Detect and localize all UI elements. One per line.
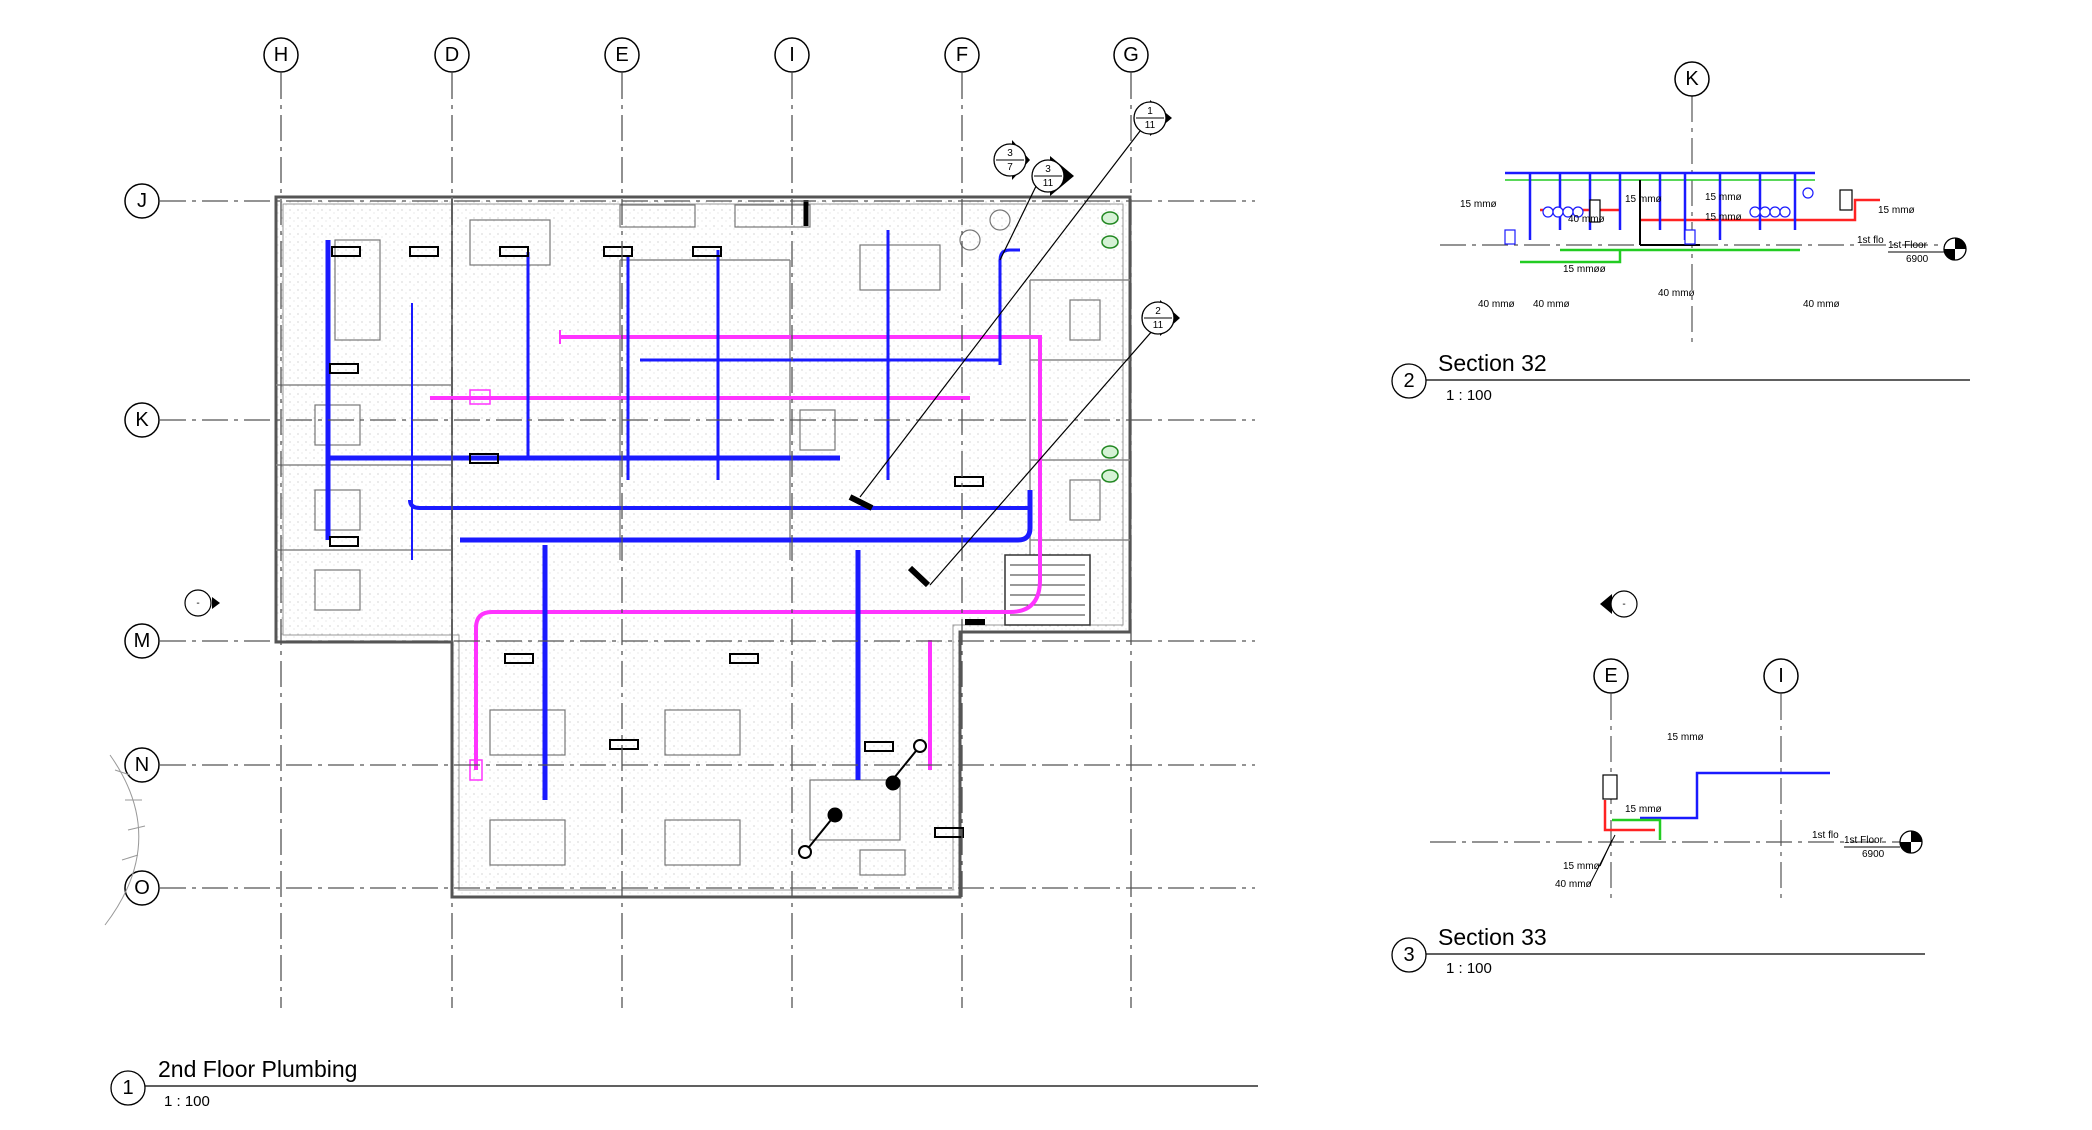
level-elevation: 6900 — [1862, 849, 1885, 860]
section-tag-2-11: 2 11 — [1141, 300, 1180, 336]
north-arc — [104, 754, 146, 926]
section-number: 3 — [1045, 164, 1051, 175]
grid-label: M — [134, 630, 151, 652]
pipe-label: 40 mmø — [1533, 299, 1570, 310]
level-name: 1st Floor — [1888, 240, 1928, 251]
level-elevation: 6900 — [1906, 254, 1929, 265]
section-sheet: 11 — [1043, 178, 1054, 189]
grid-bubble-K: K — [124, 402, 160, 438]
grid-bubble-M: M — [124, 623, 160, 659]
pipe-label: 40 mmø — [1658, 288, 1695, 299]
grid-bubble-E: E — [604, 37, 640, 73]
grid-label: D — [445, 44, 459, 66]
view-number: 2 — [1403, 370, 1414, 392]
grid-bubble-I: I — [774, 37, 810, 73]
elevation-label: - — [1622, 599, 1625, 610]
plan-title-block: 1 2nd Floor Plumbing 1 : 100 — [110, 1056, 1258, 1110]
grid-label: K — [1685, 68, 1699, 90]
grid-label: J — [137, 190, 147, 212]
pipe-label: 15 mmø — [1460, 199, 1497, 210]
grid-label: G — [1123, 44, 1139, 66]
pipe-label: 15 mmø — [1563, 861, 1600, 872]
pipe-label: 40 mmø — [1555, 879, 1592, 890]
level-marker: 1st flo 1st Floor 6900 — [1857, 235, 1967, 265]
grid-bubble-K: K — [1674, 61, 1710, 97]
pipe-label: 15 mmø — [1625, 804, 1662, 815]
view-number: 3 — [1403, 944, 1414, 966]
floor-drains — [329, 246, 984, 838]
furniture — [314, 204, 1101, 876]
pipe-label: 40 mmø — [1803, 299, 1840, 310]
plan-title: 2nd Floor Plumbing — [158, 1056, 357, 1082]
section-tag-3-11: 3 11 — [1031, 156, 1074, 196]
grid-label: N — [135, 754, 149, 776]
section-title: Section 32 — [1438, 350, 1547, 376]
level-name-clipped: 1st flo — [1857, 235, 1884, 246]
wc-fixtures — [1101, 211, 1119, 483]
section-sheet: 11 — [1145, 120, 1156, 131]
section-tag-1-11: 1 11 — [1133, 100, 1172, 136]
grid-bubble-F: F — [944, 37, 980, 73]
section-number: 3 — [1007, 148, 1013, 159]
elevation-marker: - — [1600, 590, 1638, 618]
grid-label: O — [134, 877, 150, 899]
grid-bubble-I: I — [1763, 658, 1799, 694]
section-cut-lines — [859, 117, 1161, 586]
section-scale: 1 : 100 — [1446, 387, 1492, 404]
view-number: 1 — [122, 1077, 133, 1099]
grid-bubble-G: G — [1113, 37, 1149, 73]
grid-label: E — [1604, 665, 1617, 687]
grid-lines-vertical — [280, 73, 1132, 1008]
pipe-label: 15 mmø — [1705, 212, 1742, 223]
grid-label: K — [135, 409, 149, 431]
section-tag-3-7: 3 7 — [993, 140, 1030, 180]
section-33: - E I 15 mmø 15 mmø 15 mmø 40 mmø 1st f — [1391, 590, 1925, 977]
riser-symbols — [798, 200, 985, 859]
grid-bubble-E: E — [1593, 658, 1629, 694]
section-title: Section 33 — [1438, 924, 1547, 950]
section-sheet: 11 — [1153, 320, 1164, 331]
pipe-label: 40 mmø — [1568, 214, 1605, 225]
pipe-label: 40 mmø — [1478, 299, 1515, 310]
section-number: 2 — [1155, 306, 1161, 317]
cold-water-piping — [325, 230, 1033, 800]
section-sheet: 7 — [1007, 162, 1013, 173]
grid-bubble-O: O — [124, 870, 160, 906]
section-32: K — [1391, 61, 1970, 404]
grid-lines-horizontal — [160, 200, 1255, 889]
grid-bubble-N: N — [124, 747, 160, 783]
section-33-title-block: 3 Section 33 1 : 100 — [1391, 924, 1925, 977]
pipe-label: 15 mmø — [1667, 732, 1704, 743]
section-32-title-block: 2 Section 32 1 : 100 — [1391, 350, 1970, 404]
grid-label: E — [615, 44, 628, 66]
elevation-marker: - — [184, 589, 220, 617]
grid-bubble-H: H — [263, 37, 299, 73]
elevation-label: - — [196, 598, 199, 609]
plan-scale: 1 : 100 — [164, 1093, 210, 1110]
level-name: 1st Floor — [1844, 835, 1884, 846]
grid-label: H — [274, 44, 288, 66]
level-marker: 1st flo 1st Floor 6900 — [1812, 830, 1923, 860]
hot-water-piping — [430, 330, 1042, 781]
grid-bubble-D: D — [434, 37, 470, 73]
grid-label: F — [956, 44, 968, 66]
section-number: 1 — [1147, 106, 1153, 117]
pipe-label: 15 mmø — [1705, 192, 1742, 203]
building-outline — [274, 195, 1132, 899]
pipe-label: 15 mmø — [1625, 194, 1662, 205]
floor-plan: H D E I F G J K M N O 1 — [104, 37, 1258, 1110]
grid-label: I — [1778, 665, 1784, 687]
pipe-label: 15 mmøø — [1563, 264, 1606, 275]
grid-bubble-J: J — [124, 183, 160, 219]
grid-label: I — [789, 44, 795, 66]
pipe-label: 15 mmø — [1878, 205, 1915, 216]
level-name-clipped: 1st flo — [1812, 830, 1839, 841]
section-scale: 1 : 100 — [1446, 960, 1492, 977]
